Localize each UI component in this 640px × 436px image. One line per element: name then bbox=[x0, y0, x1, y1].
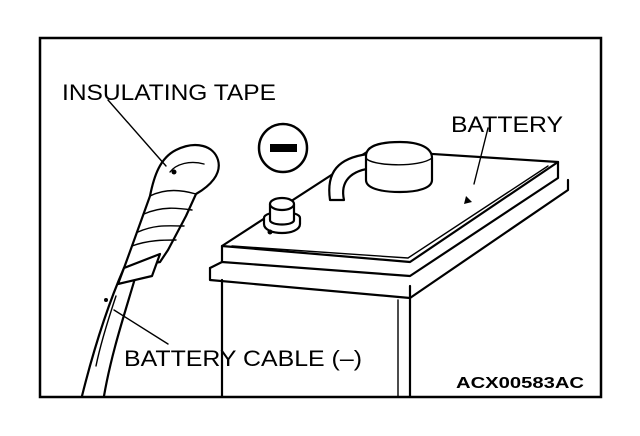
label-battery: BATTERY bbox=[451, 112, 563, 137]
battery-cable-illustration bbox=[80, 143, 220, 398]
leader-battery bbox=[473, 127, 489, 185]
label-insulating-tape: INSULATING TAPE bbox=[62, 80, 276, 105]
label-battery-cable: BATTERY CABLE (–) bbox=[124, 346, 362, 371]
leader-insulating-tape bbox=[107, 99, 167, 167]
figure-frame bbox=[38, 36, 603, 399]
leader-battery-cable bbox=[113, 309, 169, 345]
figure-code: ACX00583AC bbox=[456, 375, 585, 392]
minus-symbol-icon bbox=[257, 122, 309, 174]
